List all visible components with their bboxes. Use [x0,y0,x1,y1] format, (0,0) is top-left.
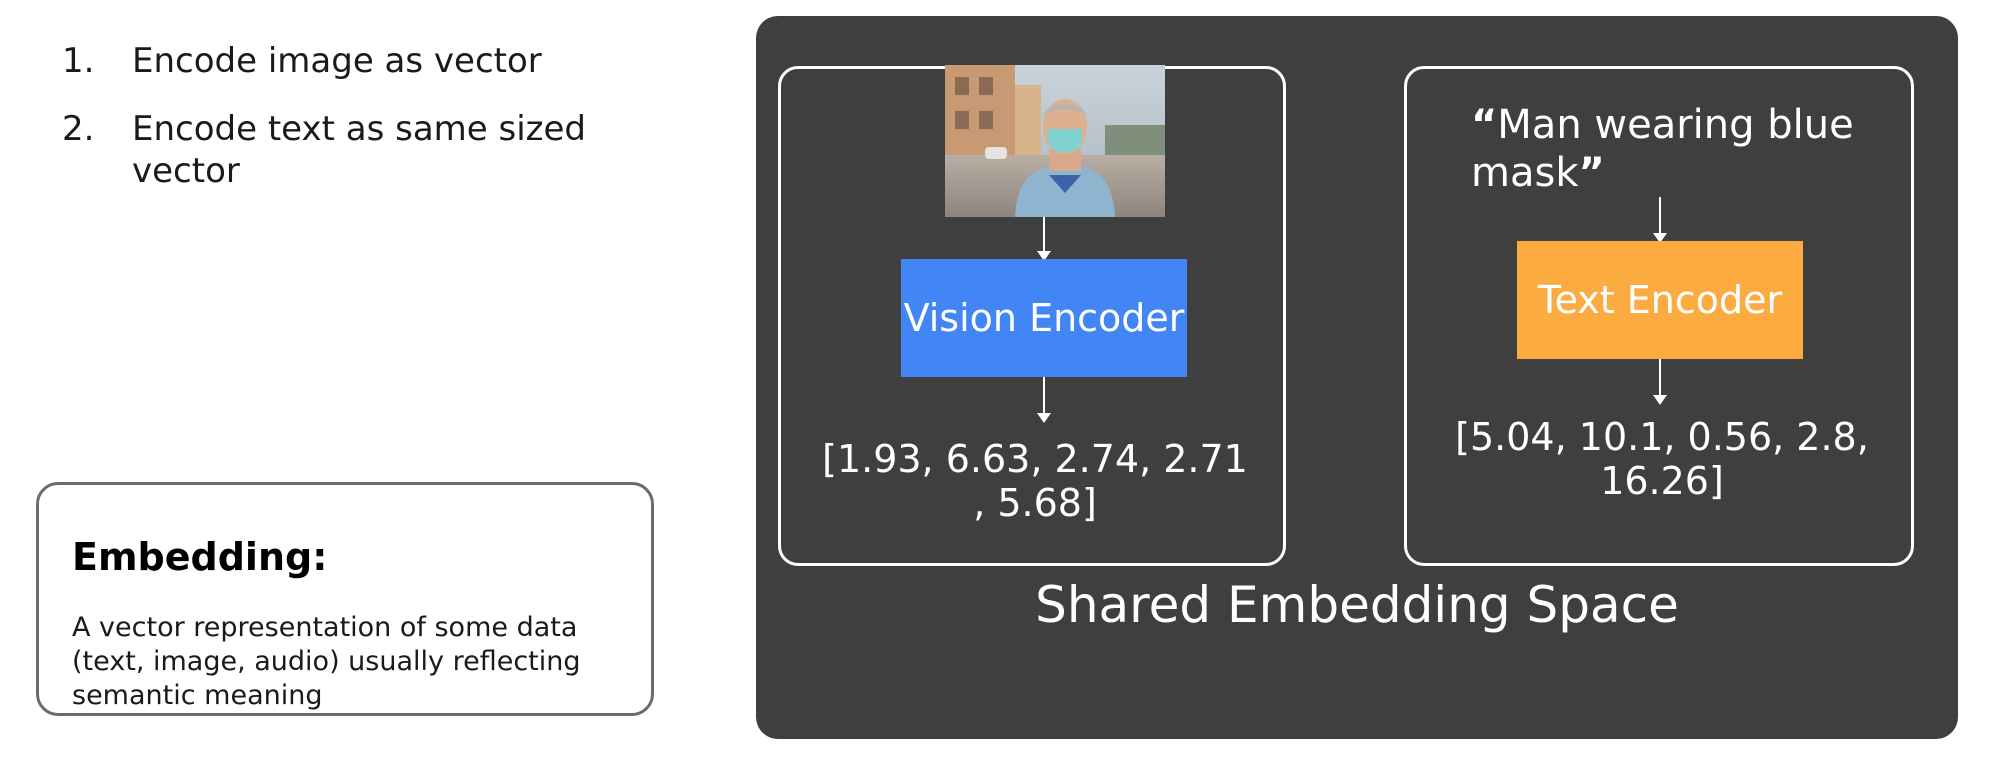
caption-text: “Man wearing blue mask” [1471,101,1891,197]
open-quote-mark: “ [1471,102,1498,148]
text-encoder-to-vector-arrow [1653,359,1667,405]
shared-embedding-panel: Vision Encoder [1.93, 6.63, 2.74, 2.71 ,… [756,16,1958,739]
steps-list: 1. Encode image as vector 2. Encode text… [62,40,682,218]
step-item: 1. Encode image as vector [62,40,682,82]
text-to-encoder-arrow [1653,197,1667,243]
text-encoder-block: Text Encoder [1517,241,1803,359]
image-branch-box: Vision Encoder [1.93, 6.63, 2.74, 2.71 ,… [778,65,1286,566]
step-text: Encode text as same sized vector [132,109,587,191]
definition-text: A vector representation of some data (te… [72,612,581,711]
image-embedding-vector: [1.93, 6.63, 2.74, 2.71 , 5.68] [822,437,1248,525]
definition-title: Embedding: [72,535,328,579]
step-number: 1. [62,41,95,81]
text-branch-box: “Man wearing blue mask” Text Encoder [5.… [1404,66,1914,566]
caption-quote: Man wearing blue mask [1471,102,1854,196]
close-quote-mark: ” [1578,150,1605,196]
text-embedding-vector: [5.04, 10.1, 0.56, 2.8, 16.26] [1455,415,1869,503]
step-number: 2. [62,109,95,149]
man-with-mask-photo [945,65,1165,217]
step-item: 2. Encode text as same sized vector [62,108,682,192]
image-to-encoder-arrow [1037,217,1051,261]
vision-encoder-to-vector-arrow [1037,377,1051,423]
embedding-definition-box: Embedding: A vector representation of so… [36,482,654,716]
vision-encoder-block: Vision Encoder [901,259,1187,377]
step-text: Encode image as vector [132,41,542,81]
shared-embedding-space-label: Shared Embedding Space [1035,576,1679,634]
